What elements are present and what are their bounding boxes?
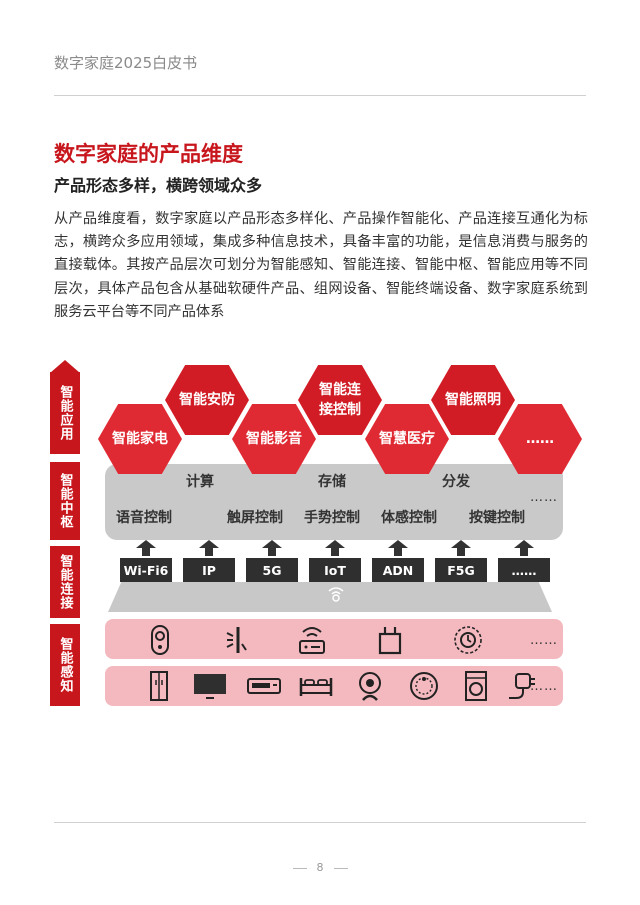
- app-security: 智能安防: [165, 365, 249, 435]
- layer-label-sensing: 智能感知: [50, 624, 80, 706]
- arrow-up-icon: [514, 540, 534, 556]
- app-home-appliance: 智能家电: [98, 404, 182, 474]
- app-connection-control: 智能连 接控制: [298, 365, 382, 435]
- app-lighting: 智能照明: [431, 365, 515, 435]
- arrow-up-icon: [388, 540, 408, 556]
- hub-touch-control: 触屏控制: [227, 510, 283, 526]
- conn-f5g: F5G: [435, 558, 487, 582]
- washing-machine-icon: [465, 671, 487, 701]
- router-signal-icon: [328, 587, 344, 602]
- layer-label-application: 智能应用: [50, 360, 80, 454]
- app-audio-video: 智能影音: [232, 404, 316, 474]
- hub-button-control: 按键控制: [469, 510, 525, 526]
- air-conditioner-icon: [247, 678, 281, 694]
- page-dash-right: [333, 867, 348, 869]
- layer-label-hub: 智能中枢: [50, 462, 80, 540]
- gateway-icon: [299, 627, 325, 654]
- smoke-detector-icon: [454, 626, 482, 654]
- page-number: 8: [316, 861, 324, 874]
- conn-iot: IoT: [309, 558, 361, 582]
- section-title: 数字家庭的产品维度: [54, 142, 243, 166]
- sensing-row-devices: [105, 619, 563, 659]
- conn-5g: 5G: [246, 558, 298, 582]
- refrigerator-icon: [150, 671, 168, 701]
- camera-icon: [359, 672, 381, 701]
- app-medical: 智慧医疗: [365, 404, 449, 474]
- conn-more: ……: [498, 558, 550, 582]
- header-title: 数字家庭2025白皮书: [54, 54, 198, 72]
- switch-icon: [378, 627, 402, 655]
- robot-vacuum-icon: [410, 672, 438, 700]
- section-subtitle: 产品形态多样，横跨领域众多: [54, 176, 263, 195]
- hub-motion-control: 体感控制: [381, 510, 437, 526]
- page-number-wrap: 8: [0, 861, 640, 874]
- hub-compute: 计算: [186, 474, 214, 490]
- connection-base: [108, 582, 552, 612]
- sensor-icon: [226, 627, 247, 653]
- header-divider: [54, 95, 586, 96]
- page-dash-left: [292, 867, 307, 869]
- arrow-up-icon: [262, 540, 282, 556]
- layer-label-connection: 智能连接: [50, 546, 80, 618]
- conn-ip: IP: [183, 558, 235, 582]
- hub-storage: 存储: [318, 474, 346, 490]
- sensing-more-row2: ……: [530, 679, 558, 694]
- hub-gesture-control: 手势控制: [304, 510, 360, 526]
- tv-icon: [194, 674, 226, 699]
- product-layer-diagram: 智能应用 智能中枢 智能连接 智能感知 计算 存储 分发 语音控制 触屏控制 手…: [50, 360, 582, 712]
- conn-wifi6: Wi-Fi6: [120, 558, 172, 582]
- footer-divider: [54, 822, 586, 823]
- arrow-up-icon: [136, 540, 156, 556]
- plug-icon: [509, 673, 535, 699]
- section-body: 从产品维度看，数字家庭以产品形态多样化、产品操作智能化、产品连接互通化为标志，横…: [54, 211, 588, 320]
- hub-more: ……: [530, 490, 558, 505]
- app-more: ……: [498, 404, 582, 474]
- arrow-up-icon: [325, 540, 345, 556]
- conn-adn: ADN: [372, 558, 424, 582]
- hub-voice-control: 语音控制: [116, 510, 172, 526]
- arrow-up-icon: [199, 540, 219, 556]
- bed-icon: [299, 678, 333, 696]
- arrow-up-icon: [451, 540, 471, 556]
- doorbell-icon: [151, 625, 169, 655]
- hub-distribution: 分发: [442, 474, 470, 490]
- sensing-more-row1: ……: [530, 633, 558, 648]
- hub-panel: [105, 464, 563, 540]
